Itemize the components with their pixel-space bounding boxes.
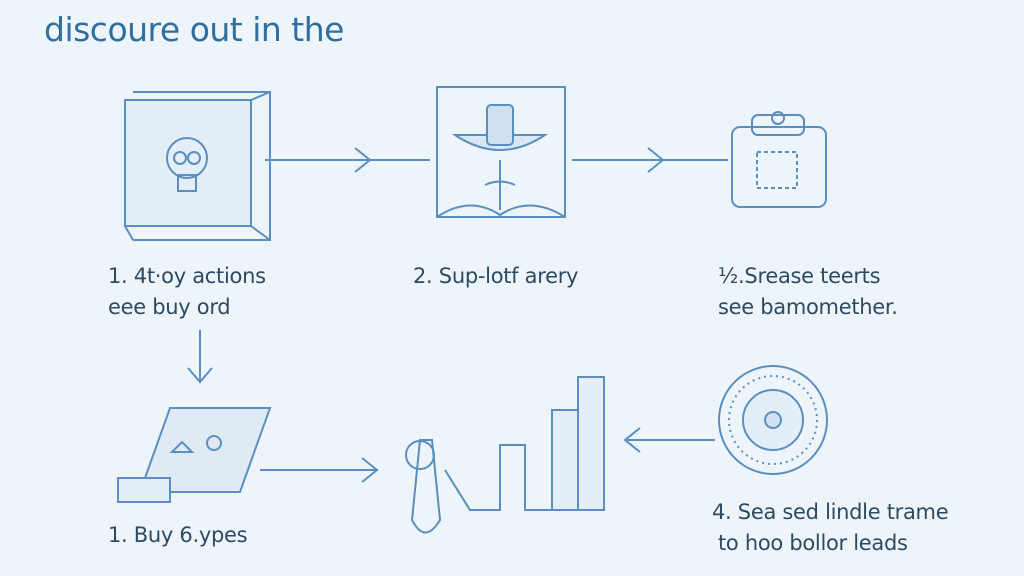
step-4-line2: to hoo bollor leads [718,531,908,555]
diagram-title: discoure out in the [44,10,344,49]
step-3-line2: see bamomether. [718,295,898,319]
step-5-line1: 1. Buy 6.ypes [108,523,248,547]
arrow-right-icon [572,147,728,173]
box-icon [124,91,271,241]
step-label: 1. 4t·oy actions eee buy ord [108,261,266,323]
step-label: 4. Sea sed lindle trame to hoo bollor le… [712,497,949,559]
arrow-left-icon [623,427,715,453]
step-2-line1: 2. Sup-lotf arery [413,264,579,288]
plant-basket-icon [436,86,566,218]
step-1-line2: eee buy ord [108,295,231,319]
bar-chart-flask-icon [405,376,605,534]
clipboard-icon [731,111,827,208]
card-icon [117,407,272,503]
dial-icon [718,365,828,475]
step-1-line1: 1. 4t·oy actions [108,264,266,288]
step-label: 1. Buy 6.ypes [108,520,248,551]
step-4-line1: 4. Sea sed lindle trame [712,500,949,524]
step-label: 2. Sup-lotf arery [413,261,578,292]
arrow-down-icon [187,330,213,384]
arrow-right-icon [260,457,379,483]
arrow-right-icon [265,147,430,173]
step-label: ½.Srease teerts see bamomether. [718,261,898,323]
step-3-line1: ½.Srease teerts [718,264,881,288]
